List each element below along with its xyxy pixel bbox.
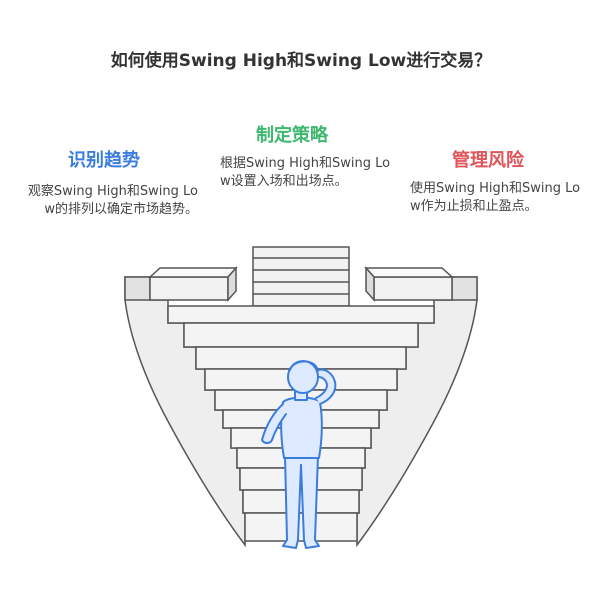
right-top-block [366,268,477,300]
left-top-block [125,268,236,300]
